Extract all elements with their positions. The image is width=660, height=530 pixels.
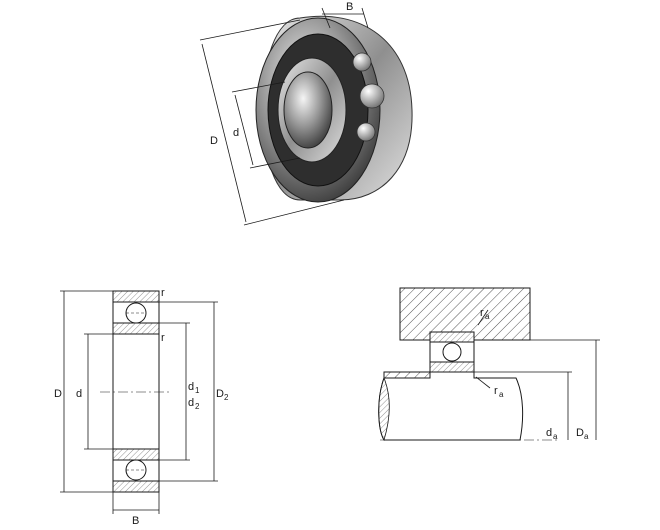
dim-extension-line — [199, 19, 301, 41]
label-D: D — [210, 135, 218, 147]
shaft-end-hatch — [378, 376, 390, 441]
leader-ra-top — [477, 309, 489, 326]
perspective-view: D d B — [199, 1, 413, 226]
label-d2: d — [188, 397, 194, 409]
label-ra-top-subscript: a — [485, 312, 490, 321]
label-d1-subscript: 1 — [195, 386, 200, 395]
dim-extension-line — [243, 199, 345, 226]
label-da-subscript: a — [553, 432, 558, 441]
dim-extension-line — [361, 7, 369, 29]
label-r-top: r — [161, 287, 165, 299]
label-d2-subscript: 2 — [195, 402, 200, 411]
label-Da-subscript: a — [584, 432, 589, 441]
label-d: d — [233, 127, 239, 139]
leader-ra-bottom — [475, 376, 491, 389]
section-view: D d d 1 d 2 D 2 r r B — [54, 287, 229, 527]
label-B: B — [346, 1, 353, 13]
inner-ring-section-bottom — [112, 448, 160, 461]
ball — [359, 83, 385, 109]
label-d1: d — [188, 381, 194, 393]
label-D2: D — [216, 388, 224, 400]
label-Da: D — [576, 427, 584, 439]
label-da: d — [546, 427, 552, 439]
shaft-body — [378, 371, 524, 441]
label-B: B — [132, 515, 139, 527]
label-D2-subscript: 2 — [224, 393, 229, 402]
outer-ring-section-bottom — [112, 480, 160, 493]
label-ra-top: r — [480, 307, 484, 319]
ball — [352, 52, 372, 72]
dim-line-D — [201, 43, 247, 223]
label-d: d — [76, 388, 82, 400]
label-D: D — [54, 388, 62, 400]
bearing-outer-ring — [429, 331, 475, 343]
label-ra-bottom-subscript: a — [499, 390, 504, 399]
label-r-inner: r — [161, 332, 165, 344]
bearing-ball — [442, 342, 462, 362]
dim-extension-line — [249, 157, 301, 169]
bore-hole — [283, 71, 333, 149]
ball — [356, 122, 376, 142]
mounting-view: r a r a d a D a — [378, 287, 600, 441]
label-ra-bottom: r — [494, 385, 498, 397]
dim-extension-line — [321, 7, 331, 29]
inner-ring-section-top — [112, 322, 160, 335]
bearing-inner-ring — [429, 361, 475, 373]
dim-line-d — [234, 94, 254, 166]
outer-ring-section-top — [112, 290, 160, 303]
dim-extension-line — [231, 81, 286, 93]
shaft — [383, 371, 431, 379]
